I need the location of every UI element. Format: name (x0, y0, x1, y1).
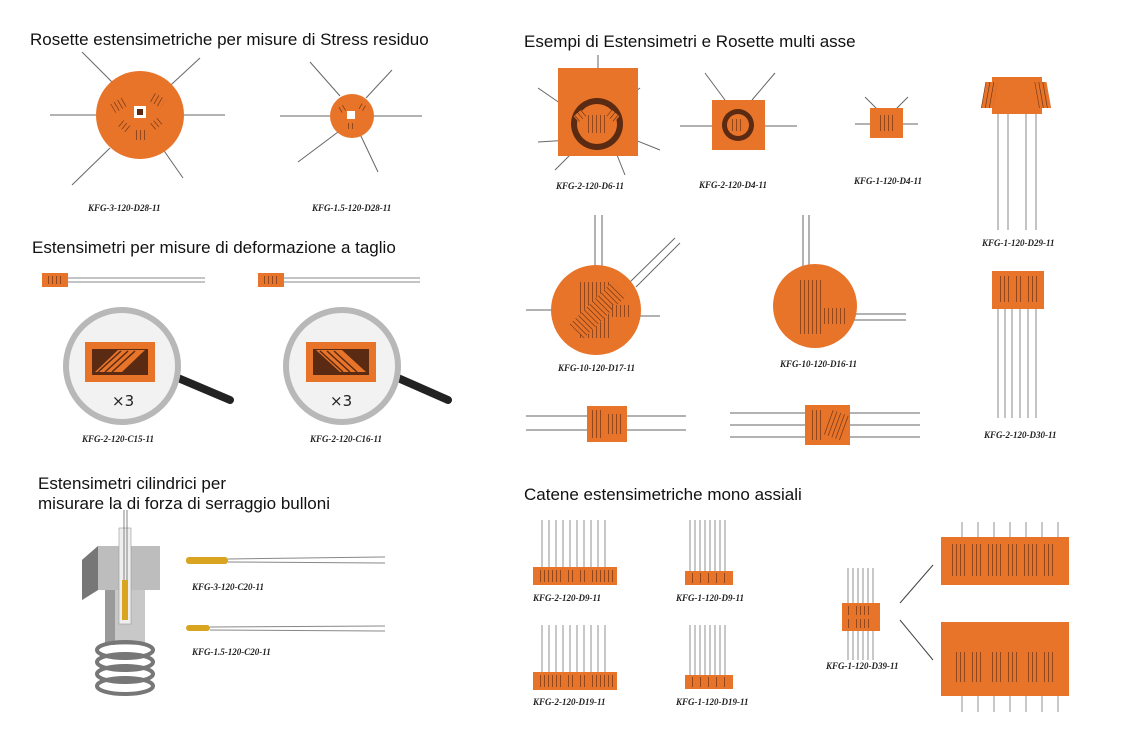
caption-d28-3: KFG-3-120-D28-11 (88, 203, 161, 213)
chain-d19-1 (685, 625, 733, 689)
rosette-d4-1 (855, 96, 918, 138)
caption-d6: KFG-2-120-D6-11 (556, 181, 624, 191)
rosette-d16 (773, 215, 906, 348)
caption-d4-1: KFG-1-120-D4-11 (854, 176, 922, 186)
rosette-d28-large-grids (110, 92, 166, 140)
cylindrical-gauge-c20-3 (186, 556, 386, 564)
gauge-d30 (992, 271, 1044, 418)
chain-d9-2 (533, 520, 617, 585)
magnifier-label-c15: ×3 (112, 392, 135, 410)
caption-d19-1: KFG-1-120-D19-11 (676, 697, 749, 707)
caption-d9-2: KFG-2-120-D9-11 (533, 593, 601, 603)
rosette-d28-small-grids (337, 102, 367, 129)
caption-d16: KFG-10-120-D16-11 (780, 359, 857, 369)
caption-c16: KFG-2-120-C16-11 (310, 434, 382, 444)
gauge-horizontal-b (730, 405, 920, 445)
caption-d39: KFG-1-120-D39-11 (826, 661, 899, 671)
chain-d39-zoom-top (941, 522, 1069, 585)
caption-d17: KFG-10-120-D17-11 (558, 363, 635, 373)
bolt-title-line2: misurare la di forza di serraggio bullon… (38, 494, 330, 513)
shear-strip-c15 (42, 273, 205, 287)
rosette-d4-2 (680, 72, 797, 150)
multi-axis-title: Esempi di Estensimetri e Rosette multi a… (524, 32, 856, 51)
magnifier-label-c16: ×3 (330, 392, 353, 410)
bolt-illustration (82, 510, 160, 696)
caption-c20-3: KFG-3-120-C20-11 (192, 582, 264, 592)
chain-title: Catene estensimetriche mono assiali (524, 485, 802, 504)
caption-d19-2: KFG-2-120-D19-11 (533, 697, 606, 707)
bolt-title-line1: Estensimetri cilindrici per (38, 474, 226, 493)
gauge-d29 (980, 77, 1052, 230)
chain-d39 (842, 564, 934, 661)
shear-strip-c16 (258, 273, 420, 287)
caption-d29: KFG-1-120-D29-11 (982, 238, 1055, 248)
residual-stress-title: Rosette estensimetriche per misure di St… (30, 30, 429, 49)
chain-d19-2 (533, 625, 617, 690)
caption-d4-2: KFG-2-120-D4-11 (699, 180, 767, 190)
chain-d9-1 (685, 520, 733, 585)
gauge-horizontal-a (526, 406, 686, 442)
rosette-d17 (526, 215, 681, 355)
rosette-d28-small (280, 61, 422, 173)
rosette-d6 (537, 55, 661, 176)
chain-d39-zoom-bottom (941, 622, 1069, 712)
caption-c15: KFG-2-120-C15-11 (82, 434, 154, 444)
cylindrical-gauge-c20-15 (186, 625, 386, 632)
shear-title: Estensimetri per misure di deformazione … (32, 238, 396, 257)
caption-c20-15: KFG-1.5-120-C20-11 (192, 647, 271, 657)
magnifier-c15 (63, 307, 234, 425)
caption-d30: KFG-2-120-D30-11 (984, 430, 1057, 440)
magnifier-c16 (283, 307, 452, 425)
caption-d28-15: KFG-1.5-120-D28-11 (312, 203, 392, 213)
caption-d9-1: KFG-1-120-D9-11 (676, 593, 744, 603)
